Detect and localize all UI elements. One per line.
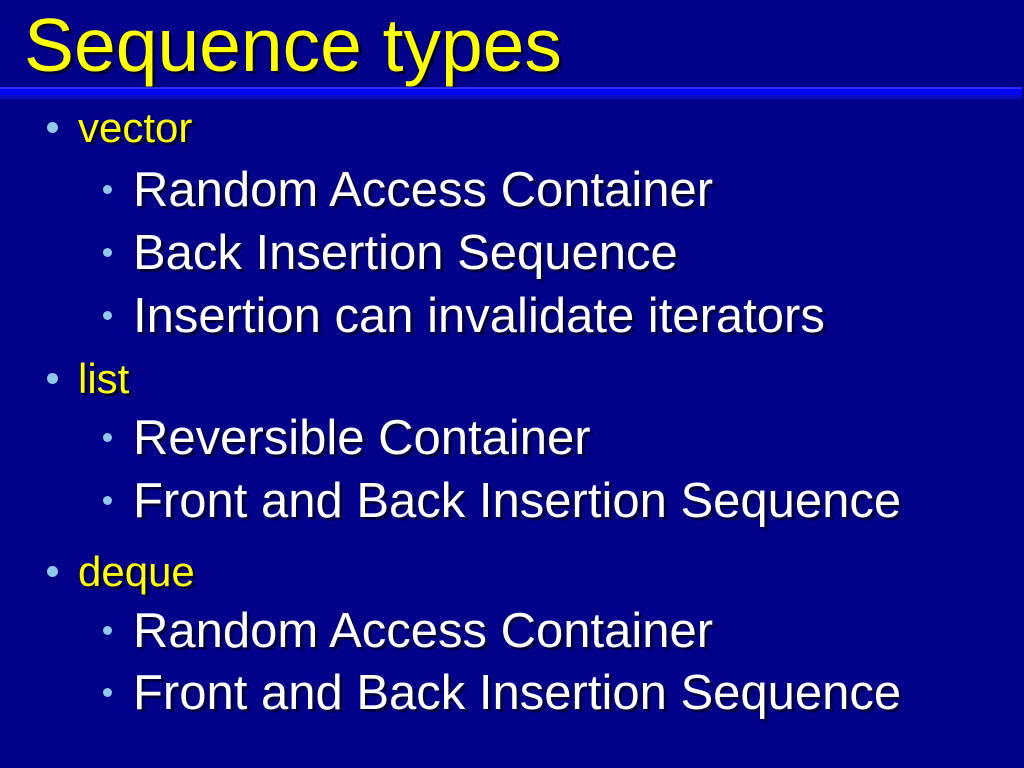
list-item: Reversible Container [0, 406, 1024, 469]
list-item-label: Random Access Container [133, 603, 714, 658]
bullet-icon [47, 566, 58, 577]
list-item-label: Front and Back Insertion Sequence [133, 665, 902, 720]
list-item: Random Access Container [0, 599, 1024, 662]
list-item: list [0, 347, 1024, 410]
list-item-label: Random Access Container [133, 162, 714, 217]
list-item: deque [0, 540, 1024, 603]
bullet-icon [103, 433, 112, 442]
list-item: vector [0, 96, 1024, 159]
list-item: Insertion can invalidate iterators [0, 284, 1024, 347]
list-item: Random Access Container [0, 158, 1024, 221]
list-item-label: Reversible Container [133, 410, 591, 465]
list-item: Front and Back Insertion Sequence [0, 661, 1024, 724]
list-item: Back Insertion Sequence [0, 221, 1024, 284]
list-item-label: Back Insertion Sequence [133, 225, 678, 280]
list-item-label: Front and Back Insertion Sequence [133, 473, 902, 528]
list-item: Front and Back Insertion Sequence [0, 469, 1024, 532]
list-item-label: list [78, 354, 130, 402]
title-underline-rule [0, 87, 1022, 99]
bullet-icon [103, 311, 112, 320]
slide-title: Sequence types [24, 3, 562, 87]
list-item-label: Insertion can invalidate iterators [133, 288, 825, 343]
bullet-icon [103, 248, 112, 257]
list-item-label: vector [78, 103, 193, 151]
bullet-icon [103, 185, 112, 194]
bullet-icon [103, 626, 112, 635]
bullet-icon [103, 688, 112, 697]
bullet-icon [103, 496, 112, 505]
list-item-label: deque [78, 547, 195, 595]
bullet-icon [47, 122, 58, 133]
bullet-icon [47, 373, 58, 384]
